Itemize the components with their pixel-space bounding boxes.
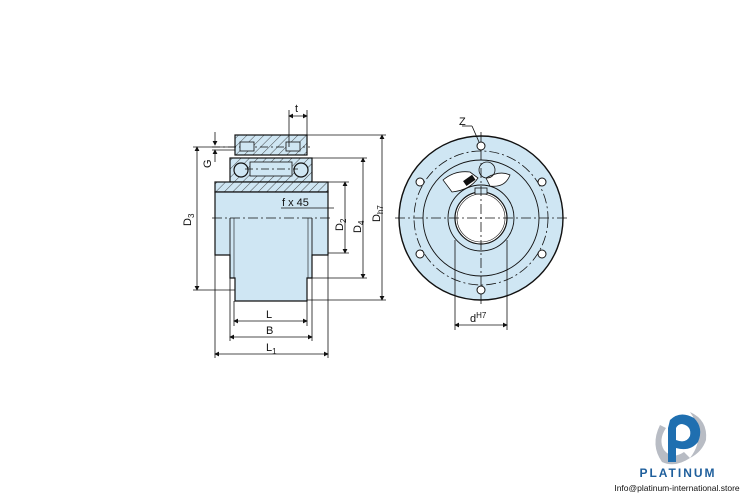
label-z: Z: [459, 116, 466, 128]
contact-email[interactable]: Info@platinum-international.store: [614, 483, 740, 493]
label-l1: L1: [266, 342, 277, 356]
inner-ring: [214, 181, 329, 193]
label-d: dH7: [470, 311, 487, 325]
label-d2: D2: [334, 218, 348, 231]
ball-right: [293, 162, 309, 178]
platinum-logo-icon: [655, 412, 707, 465]
side-view: [212, 134, 332, 302]
side-view-labels: t G D3 f x 45 D2 D4 Dh7 L B L1: [182, 103, 385, 356]
bolt-holes: [415, 141, 547, 295]
label-chamfer: f x 45: [282, 197, 309, 209]
label-g: G: [202, 159, 214, 168]
front-view: [395, 125, 570, 330]
label-t: t: [295, 103, 298, 115]
brand-name: PLATINUM: [639, 466, 717, 480]
label-dh7: Dh7: [371, 205, 385, 222]
label-d4: D4: [352, 220, 366, 233]
label-d3: D3: [182, 213, 196, 226]
dimension-lines: [193, 110, 386, 358]
label-b: B: [266, 325, 273, 337]
label-l: L: [266, 309, 272, 321]
ball-left: [233, 162, 249, 178]
